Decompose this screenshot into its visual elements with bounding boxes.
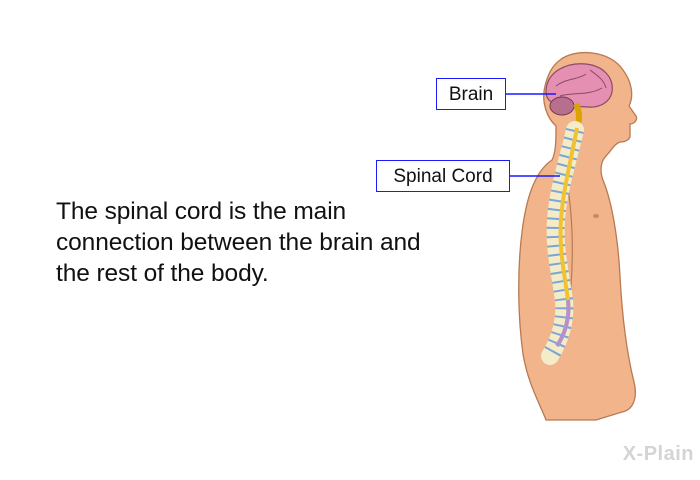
nipple-shape: [593, 214, 599, 218]
x-plain-logo: X-Plain: [622, 443, 694, 465]
brain-label: Brain: [436, 78, 506, 110]
caption-text: The spinal cord is the main connection b…: [56, 198, 421, 287]
spinal-column-path: [541, 121, 584, 365]
spinal-cord-label: Spinal Cord: [376, 160, 510, 192]
cerebellum-shape: [549, 96, 575, 116]
spinal-cord-lower: [555, 299, 571, 348]
body-silhouette: [518, 51, 638, 421]
brain-folds: [555, 69, 607, 97]
